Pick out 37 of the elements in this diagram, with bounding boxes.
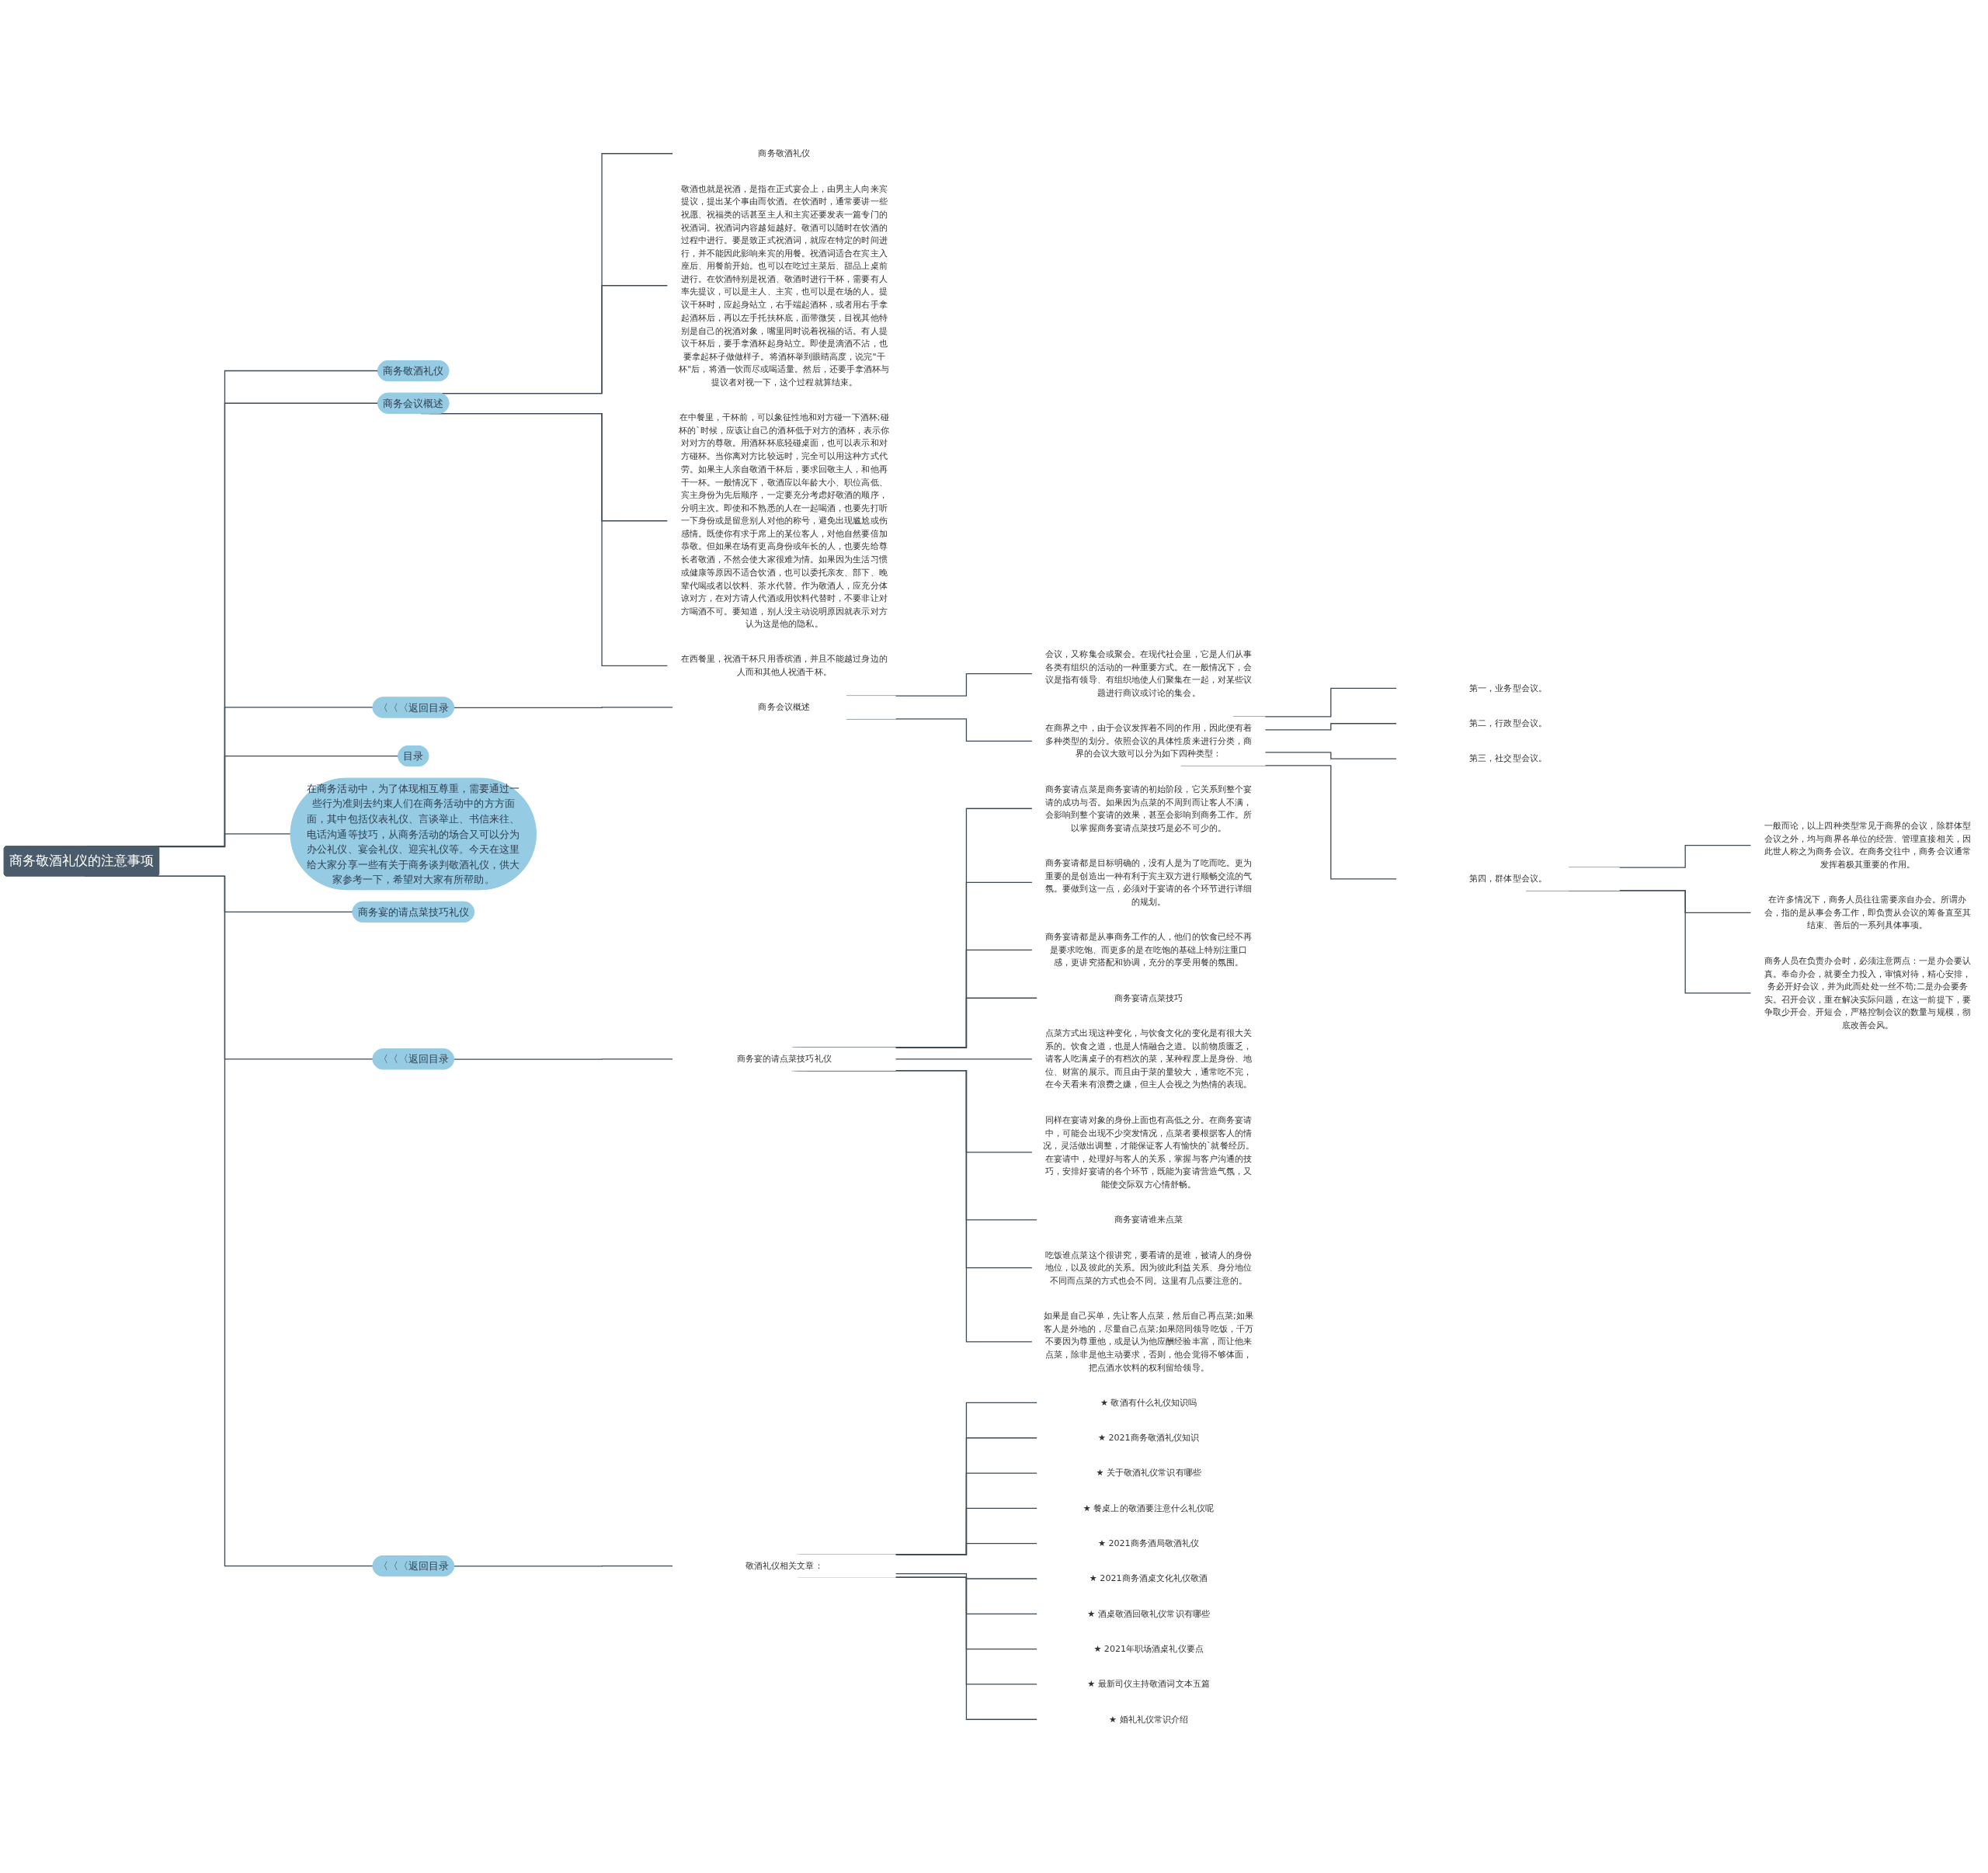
node-text: ★ 2021商务敬酒礼仪知识 [1097, 1432, 1200, 1443]
node-text: 商务宴请点菜是商务宴请的初始阶段，它关系到整个宴请的成功与否。如果因为点菜的不周到而让客人不满，会影响到整个宴请的效果，甚至会影响到商务工作。所以掌握商务宴请点菜技巧是必不可少的。 [1045, 784, 1253, 833]
node-text: 在西餐里，祝酒干杯只用香槟酒，并且不能越过身边的人而和其他人祝酒干杯。 [680, 654, 888, 677]
connector [1264, 752, 1398, 759]
node-text: 一般而论，以上四种类型常见于商界的会议，除群体型会议之外，均与商界各单位的经营、管理直接相关，因此世人称之为商务会议。在商务交往中，商务会议通常发挥着极其重要的作用。 [1764, 820, 1971, 870]
node-text: 在许多情况下，商务人员往往需要亲自办会。所谓办会，指的是从事会务工作，即负责从会议的筹备直至其结束、善后的一系列具体事项。 [1764, 894, 1971, 931]
node-text: 会议，又称集会或聚会。在现代社会里，它是人们从事各类有组织的活动的一种重要方式。在一般情况下，会议是指有领导、有组织地使人们聚集在一起，对某些议题进行商议或讨论的集会。 [1045, 648, 1253, 698]
node-text: ★ 酒桌敬酒回敬礼仪常识有哪些 [1087, 1608, 1210, 1619]
connector [895, 1058, 1033, 1060]
node-text: ★ 2021商务酒桌文化礼仪敬酒 [1089, 1572, 1208, 1584]
node-text: 商务敬酒礼仪 [758, 148, 810, 158]
node-text: ★ 关于敬酒礼仪常识有哪些 [1096, 1468, 1201, 1479]
node-text: ★ 敬酒有什么礼仪知识吗 [1100, 1397, 1197, 1408]
node-text: 商务宴请点菜技巧 [1114, 992, 1183, 1003]
connector [454, 1058, 673, 1060]
node-text: ★ 2021年职场酒桌礼仪要点 [1093, 1643, 1204, 1654]
connector [895, 1573, 1038, 1579]
node-text: 商务宴请谁来点菜 [1114, 1214, 1183, 1225]
node-text: 如果是自己买单，先让客人点菜，然后自己再点菜;如果客人是外地的，尽量自己点菜;如果陪同领导吃饭，千万不要因为尊重他，或是认为他应酬经验丰富，而让他来点菜，除非是他主动要求，否则，他会觉得不够体面，把点酒水饮料的权利留给领导。 [1044, 1310, 1253, 1373]
connector [1264, 723, 1398, 731]
node-text: 同样在宴请对象的身份上面也有高低之分。在商务宴请中，可能会出现不少突发情况，点菜者要根据客人的情况，灵活做出调整，才能保证客人有愉快的`就餐经历。在宴请中，处理好与客人的关系，掌握与客户沟通的技巧，安排好宴请的各个环节，既能为宴请营造气氛，又能使交际双方心情舒畅。 [1043, 1114, 1254, 1190]
node-text: ★ 2021商务酒局敬酒礼仪 [1097, 1538, 1200, 1548]
node-text: ★ 最新司仪主持敬酒词文本五篇 [1087, 1678, 1210, 1689]
node-text: ★ 餐桌上的敬酒要注意什么礼仪呢 [1083, 1503, 1215, 1513]
node-text: ★ 婚礼礼仪常识介绍 [1109, 1714, 1189, 1725]
connector [454, 707, 673, 708]
node-text: 敬酒也就是祝酒，是指在正式宴会上，由男主人向来宾提议，提出某个事由而饮酒。在饮酒时，通常要讲一些祝愿、祝福类的话甚至主人和主宾还要发表一篇专门的祝酒词。祝酒词内容越短越好。敬酒可以随时在饮酒的过程中进行。要是致正式祝酒词，就应在特定的时间进行，并不能因此影响来宾的用餐。祝酒词适合在宾主入座后、用餐前开始。也可以在吃过主菜后、甜品上桌前进行。在饮酒特别是祝酒、敬酒时进行干杯，需要有人率先提议，可以是主人、主宾，也可以是在场的人。提议干杯时，应起身站立，右手端起酒杯，或者用右手拿起酒杯后，再以左手托扶杯底，面带微笑，目视其他特别是自己的祝酒对象，嘴里同时说着祝福的话。有人提议干杯后，要手拿酒杯起身站立。即使是滴酒不沾，也要拿起杯子做做样子。将酒杯举到眼睛高度，说完"干杯"后，将酒一饮而尽或喝适量。然后，还要手拿酒杯与提议者对视一下，这个过程就算结束。 [679, 183, 890, 387]
node-text: 吃饭谁点菜这个很讲究，要看请的是谁，被请人的身份地位，以及彼此的关系。因为彼此利益关系、身分地位不同而点菜的方式也会不同。这里有几点要注意的。 [1045, 1249, 1253, 1286]
node-text: 点菜方式出现这种变化，与饮食文化的变化是有很大关系的。饮食之道，也是人情融合之道。以前物质匮乏，请客人吃满桌子的有档次的菜，某种程度上是身份、地位、财富的展示。而且由于菜的量较大，通常吃不完，在今天看来有浪费之嫌，但主人会视之为热情的表现。 [1045, 1027, 1253, 1090]
node-text: 第二，行政型会议。 [1469, 718, 1547, 728]
node-text: 第一，业务型会议。 [1469, 683, 1547, 693]
connector [454, 1565, 673, 1567]
node-text: 在中餐里，干杯前，可以象征性地和对方碰一下酒杯;碰杯的`时候，应该让自己的酒杯低于对方的酒杯，表示你对对方的尊敬。用酒杯杯底轻碰桌面，也可以表示和对方碰杯。当你离对方比较远时，完全可以用这种方式代劳。如果主人亲自敬酒干杯后，要求回敬主人，和他再干一杯。一般情况下，敬酒应以年龄大小、职位高低、宾主身份为先后顺序，一定要充分考虑好敬酒的顺序，分明主次。即使和不熟悉的人在一起喝酒，也要先打听一下身份或是留意别人对他的称号，避免出现尴尬或伤感情。既使你有求于席上的某位客人，对他自然要倍加恭敬。但如果在场有更高身份或年长的人，也要先给尊长者敬酒，不然会使大家很难为情。如果因为生活习惯或健康等原因不适合饮酒，也可以委托亲友、部下、晚辈代喝或者以饮料、茶水代替。作为敬酒人，应充分体谅对方，在对方请人代酒或用饮料代替时，不要非让对方喝酒不可。要知道，别人没主动说明原因就表示对方认为这是他的隐私。 [678, 412, 890, 629]
node-text: 商务宴请都是从事商务工作的人，他们的饮食已经不再是要求吃饱、而更多的是在吃饱的基础上特别注重口感，更讲究搭配和协调，充分的享受用餐的氛围。 [1045, 931, 1253, 968]
node-text: 第三，社交型会议。 [1469, 753, 1547, 764]
node-text: 商务人员在负责办会时，必须注意两点：一是办会要认真。奉命办会，就要全力投入，审慎对待，精心安排，务必开好会议，并为此而处处一丝不苟;二是办会要务实。召开会议，重在解决实际问题，在这一前提下，要争取少开会、开短会，严格控制会议的数量与规模，彻底改善会风。 [1764, 955, 1971, 1030]
node-text: 商务宴请都是目标明确的，没有人是为了吃而吃。更为重要的是创造出一种有利于宾主双方进行顺畅交流的气氛。要做到这一点，必须对于宴请的各个环节进行详细的规划。 [1045, 857, 1253, 907]
